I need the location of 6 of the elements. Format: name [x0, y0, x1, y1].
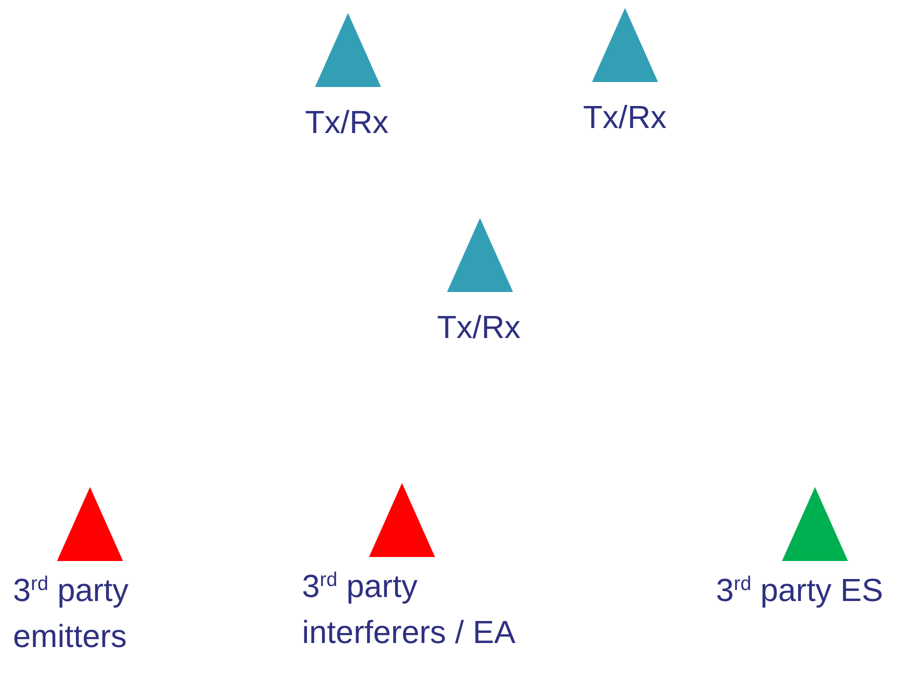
node-label: 3$^{rd}$ party interferers / EA — [302, 567, 516, 652]
node-label: Tx/Rx — [437, 308, 522, 347]
node-label: 3$^{rd}$ party ES — [716, 571, 884, 610]
node-label: Tx/Rx — [305, 103, 390, 142]
node-label: Tx/Rx — [583, 98, 668, 137]
node-label: 3$^{rd}$ party emitters — [13, 571, 130, 656]
